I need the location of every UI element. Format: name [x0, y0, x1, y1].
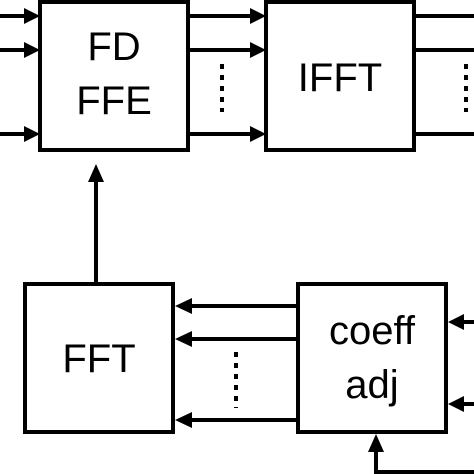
ifft-label: IFFT — [298, 56, 382, 100]
fd-ffe-input-arrows — [0, 8, 40, 142]
fd-ffe-label-line2: FFE — [76, 79, 152, 123]
fd-ffe-to-ifft-arrows — [188, 8, 266, 142]
coeff-adj-to-fft-arrows — [175, 298, 298, 428]
fft-block: FFT — [23, 282, 175, 434]
coeff-adj-label-line2: adj — [345, 363, 398, 407]
ifft-output-lines — [414, 14, 474, 136]
fft-label: FFT — [62, 337, 135, 381]
coeff-adj-block: coeff adj — [296, 282, 448, 434]
fft-to-fd-ffe-arrow — [88, 164, 104, 282]
fd-ffe-label-line1: FD — [87, 25, 140, 69]
coeff-adj-label-line1: coeff — [329, 309, 416, 353]
ifft-block: IFFT — [264, 0, 416, 152]
fd-ffe-block: FD FFE — [38, 0, 190, 152]
feedback-arrow — [368, 434, 474, 474]
coeff-adj-input-arrows — [448, 314, 474, 412]
